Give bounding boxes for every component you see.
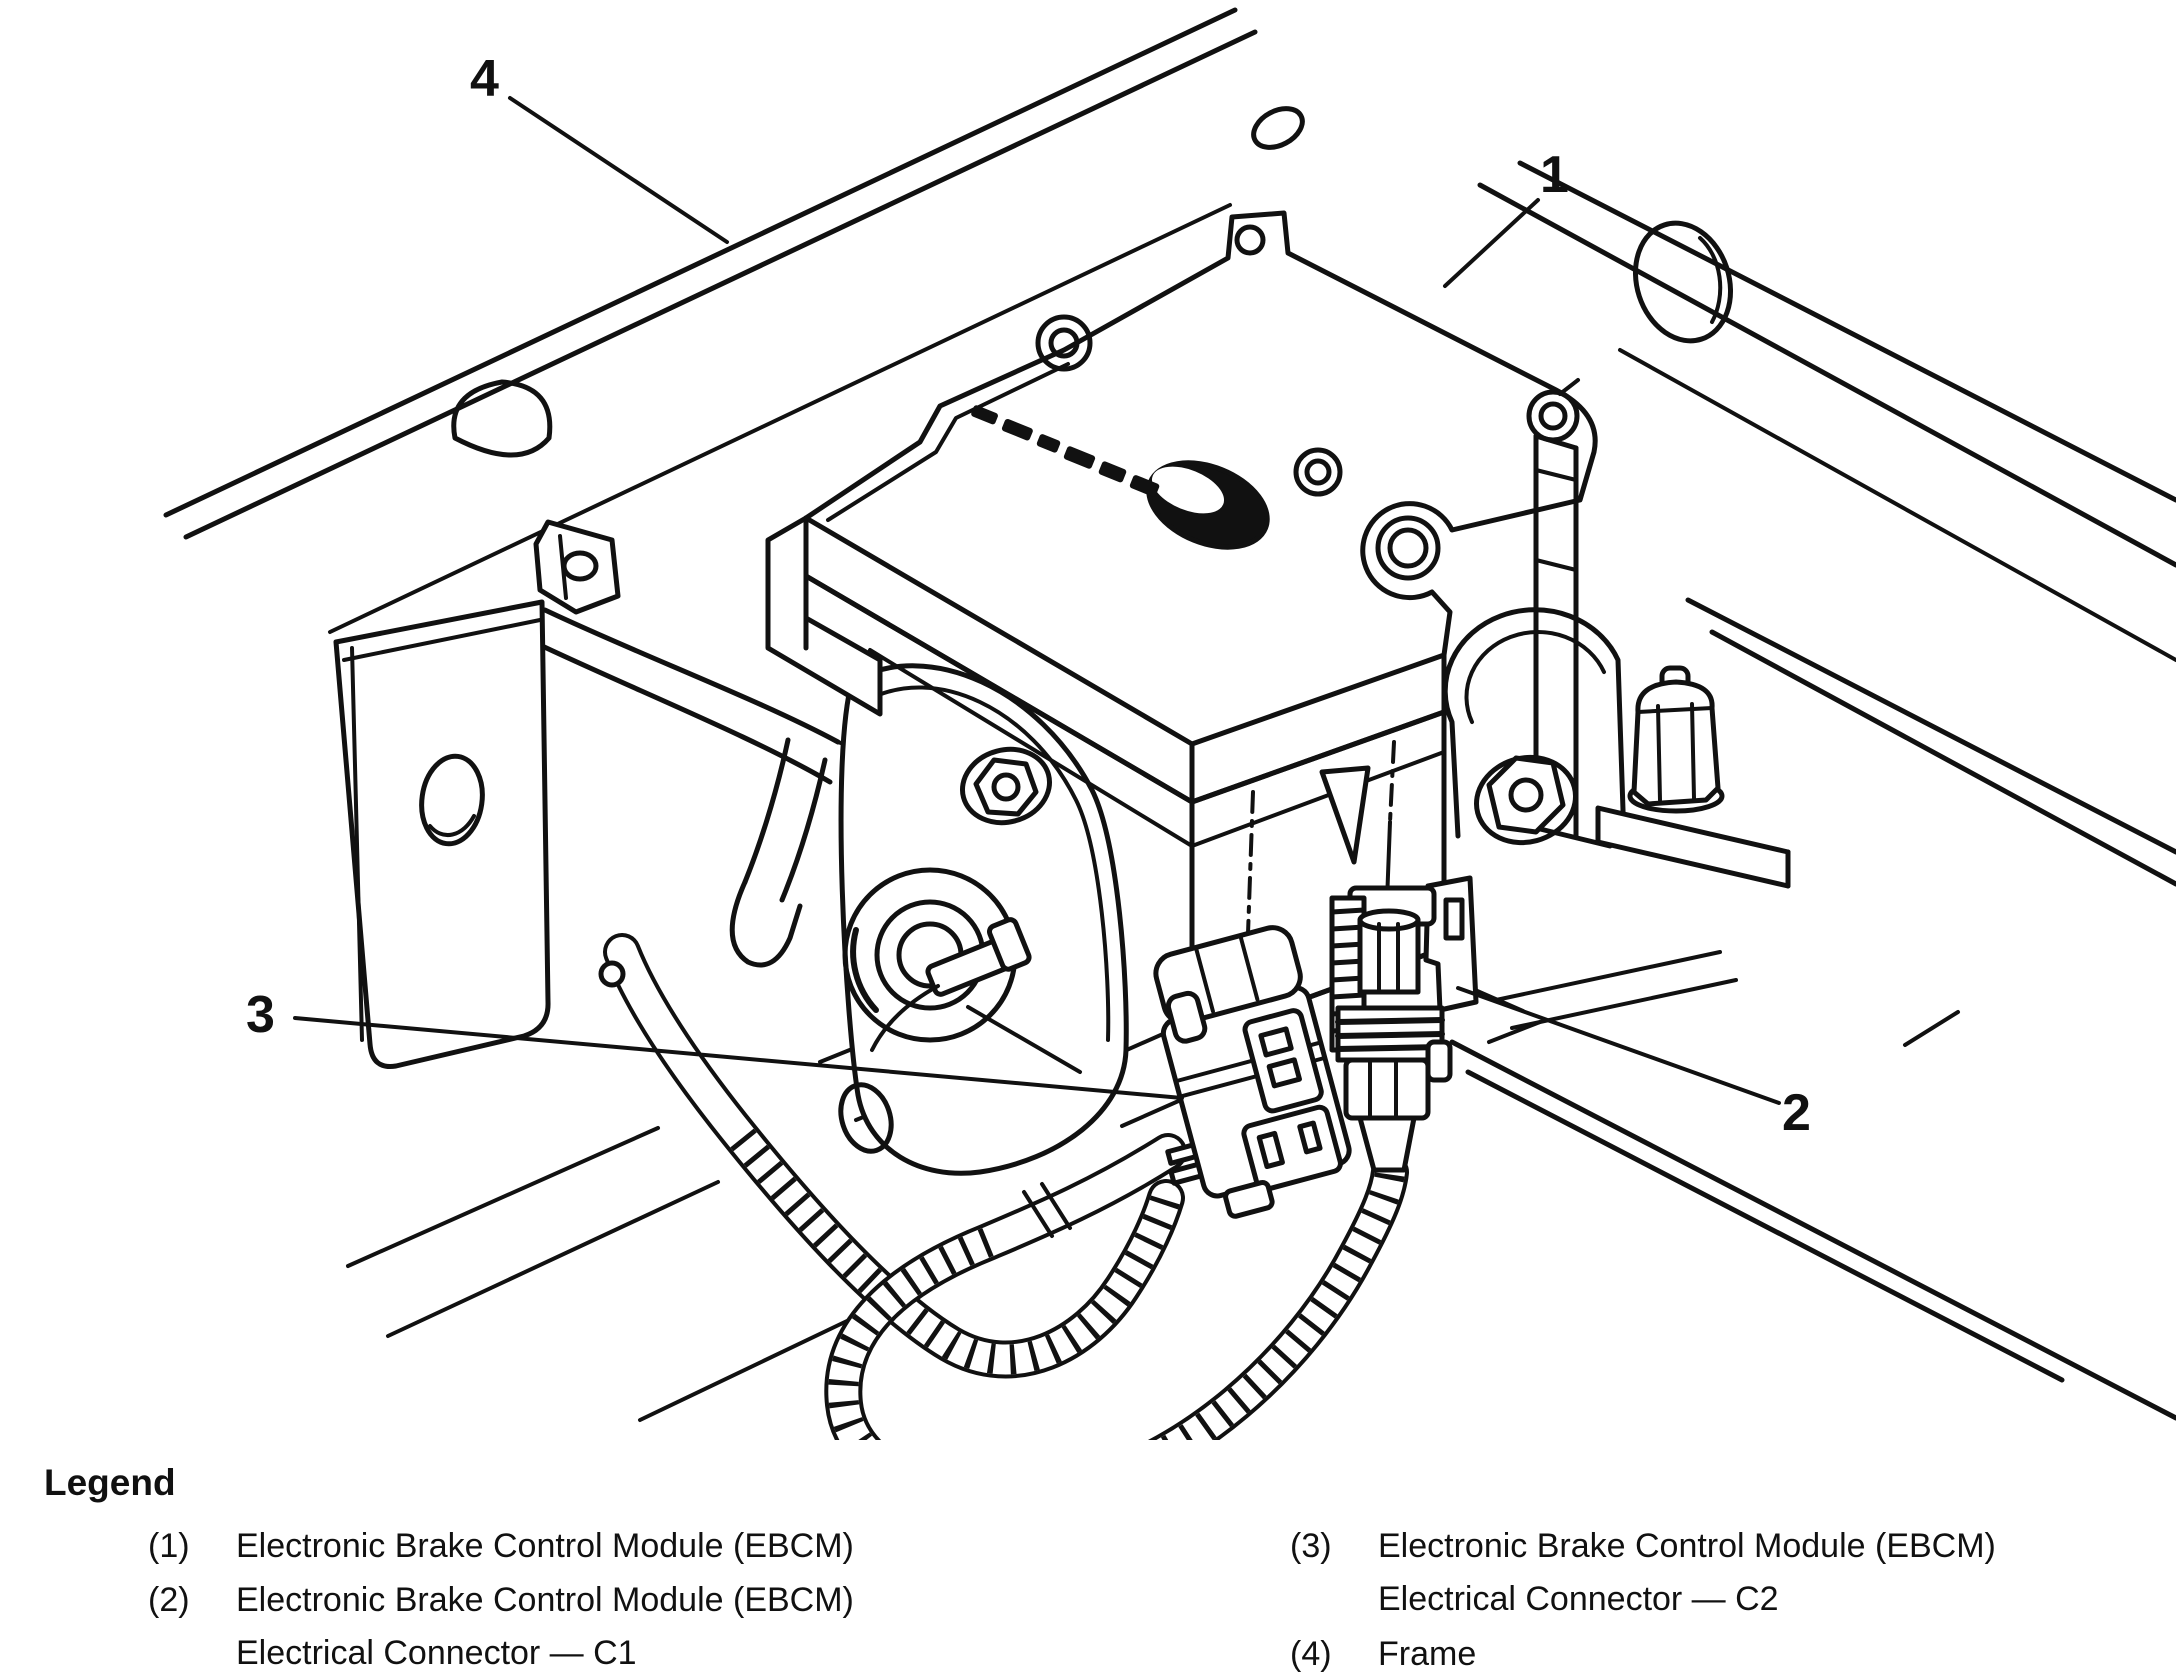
harness-pigtail bbox=[598, 933, 1185, 1379]
brand-text-smudge-icon bbox=[971, 405, 1160, 497]
frame-rail bbox=[163, 7, 2176, 1422]
legend-title: Legend bbox=[44, 1462, 176, 1503]
hex-bolt bbox=[1486, 755, 1566, 835]
legend-item-1: (1) Electronic Brake Control Module (EBC… bbox=[148, 1520, 876, 1573]
callout-4: 4 bbox=[470, 50, 499, 108]
c2-barrel bbox=[1357, 917, 1421, 995]
legend-item-2: (2) Electronic Brake Control Module (EBC… bbox=[148, 1574, 876, 1675]
nut-bracket bbox=[1595, 805, 1791, 889]
mounting-bracket bbox=[333, 519, 950, 1070]
wire-end-nub bbox=[598, 960, 626, 988]
brand-logo-icon bbox=[1146, 460, 1270, 550]
ebcm-line-diagram: 1 2 3 4 bbox=[163, 7, 2176, 1440]
acorn-nut bbox=[1627, 665, 1725, 814]
legend-item-4: (4) Frame bbox=[1290, 1628, 2078, 1675]
tab-bolt bbox=[1234, 224, 1266, 256]
pump-motor bbox=[838, 663, 1129, 1176]
pump-bolt bbox=[973, 757, 1039, 817]
lid-bolt bbox=[1035, 314, 1093, 372]
legend-num-2: (2) bbox=[148, 1581, 190, 1619]
leader-3 bbox=[293, 1016, 1184, 1100]
callout-1: 1 bbox=[1540, 146, 1569, 204]
pump-oval-hole bbox=[838, 1082, 894, 1154]
legend-item-3: (3) Electronic Brake Control Module (EBC… bbox=[1290, 1520, 2078, 1626]
leader-4 bbox=[508, 96, 729, 244]
callouts: 1 2 3 4 bbox=[246, 50, 1811, 1142]
legend-text-2: Electronic Brake Control Module (EBCM) E… bbox=[236, 1581, 854, 1673]
legend-text-4: Frame bbox=[1378, 1635, 1477, 1673]
connector-c1 bbox=[1153, 925, 1352, 1219]
leader-1 bbox=[1443, 198, 1540, 288]
callout-2: 2 bbox=[1782, 1084, 1811, 1142]
right-mount bbox=[1442, 433, 1791, 889]
connector-c2 bbox=[1329, 875, 1479, 1173]
pump-plate bbox=[838, 663, 1129, 1176]
callout-3: 3 bbox=[246, 986, 275, 1044]
lid-post bbox=[1375, 515, 1441, 581]
wiring-harness bbox=[598, 933, 1409, 1440]
bracket-nut bbox=[533, 519, 621, 615]
harness-loop bbox=[824, 1133, 1409, 1440]
mounting-clip bbox=[925, 917, 1032, 997]
bracket-hole bbox=[419, 753, 485, 847]
frame-hole-small bbox=[1251, 106, 1305, 150]
notch-bolt bbox=[1293, 447, 1343, 497]
frame-hole bbox=[451, 379, 553, 458]
flap bbox=[1319, 765, 1371, 865]
leader-2 bbox=[1456, 986, 1781, 1105]
c2-tail bbox=[1357, 1115, 1417, 1173]
legend-num-1: (1) bbox=[148, 1527, 190, 1565]
legend-num-3: (3) bbox=[1290, 1527, 1332, 1565]
legend-num-4: (4) bbox=[1290, 1635, 1332, 1673]
legend-text-3: Electronic Brake Control Module (EBCM) E… bbox=[1378, 1527, 1996, 1619]
frame-hole-oval bbox=[1632, 220, 1734, 344]
legend-text-1: Electronic Brake Control Module (EBCM) bbox=[236, 1527, 854, 1565]
